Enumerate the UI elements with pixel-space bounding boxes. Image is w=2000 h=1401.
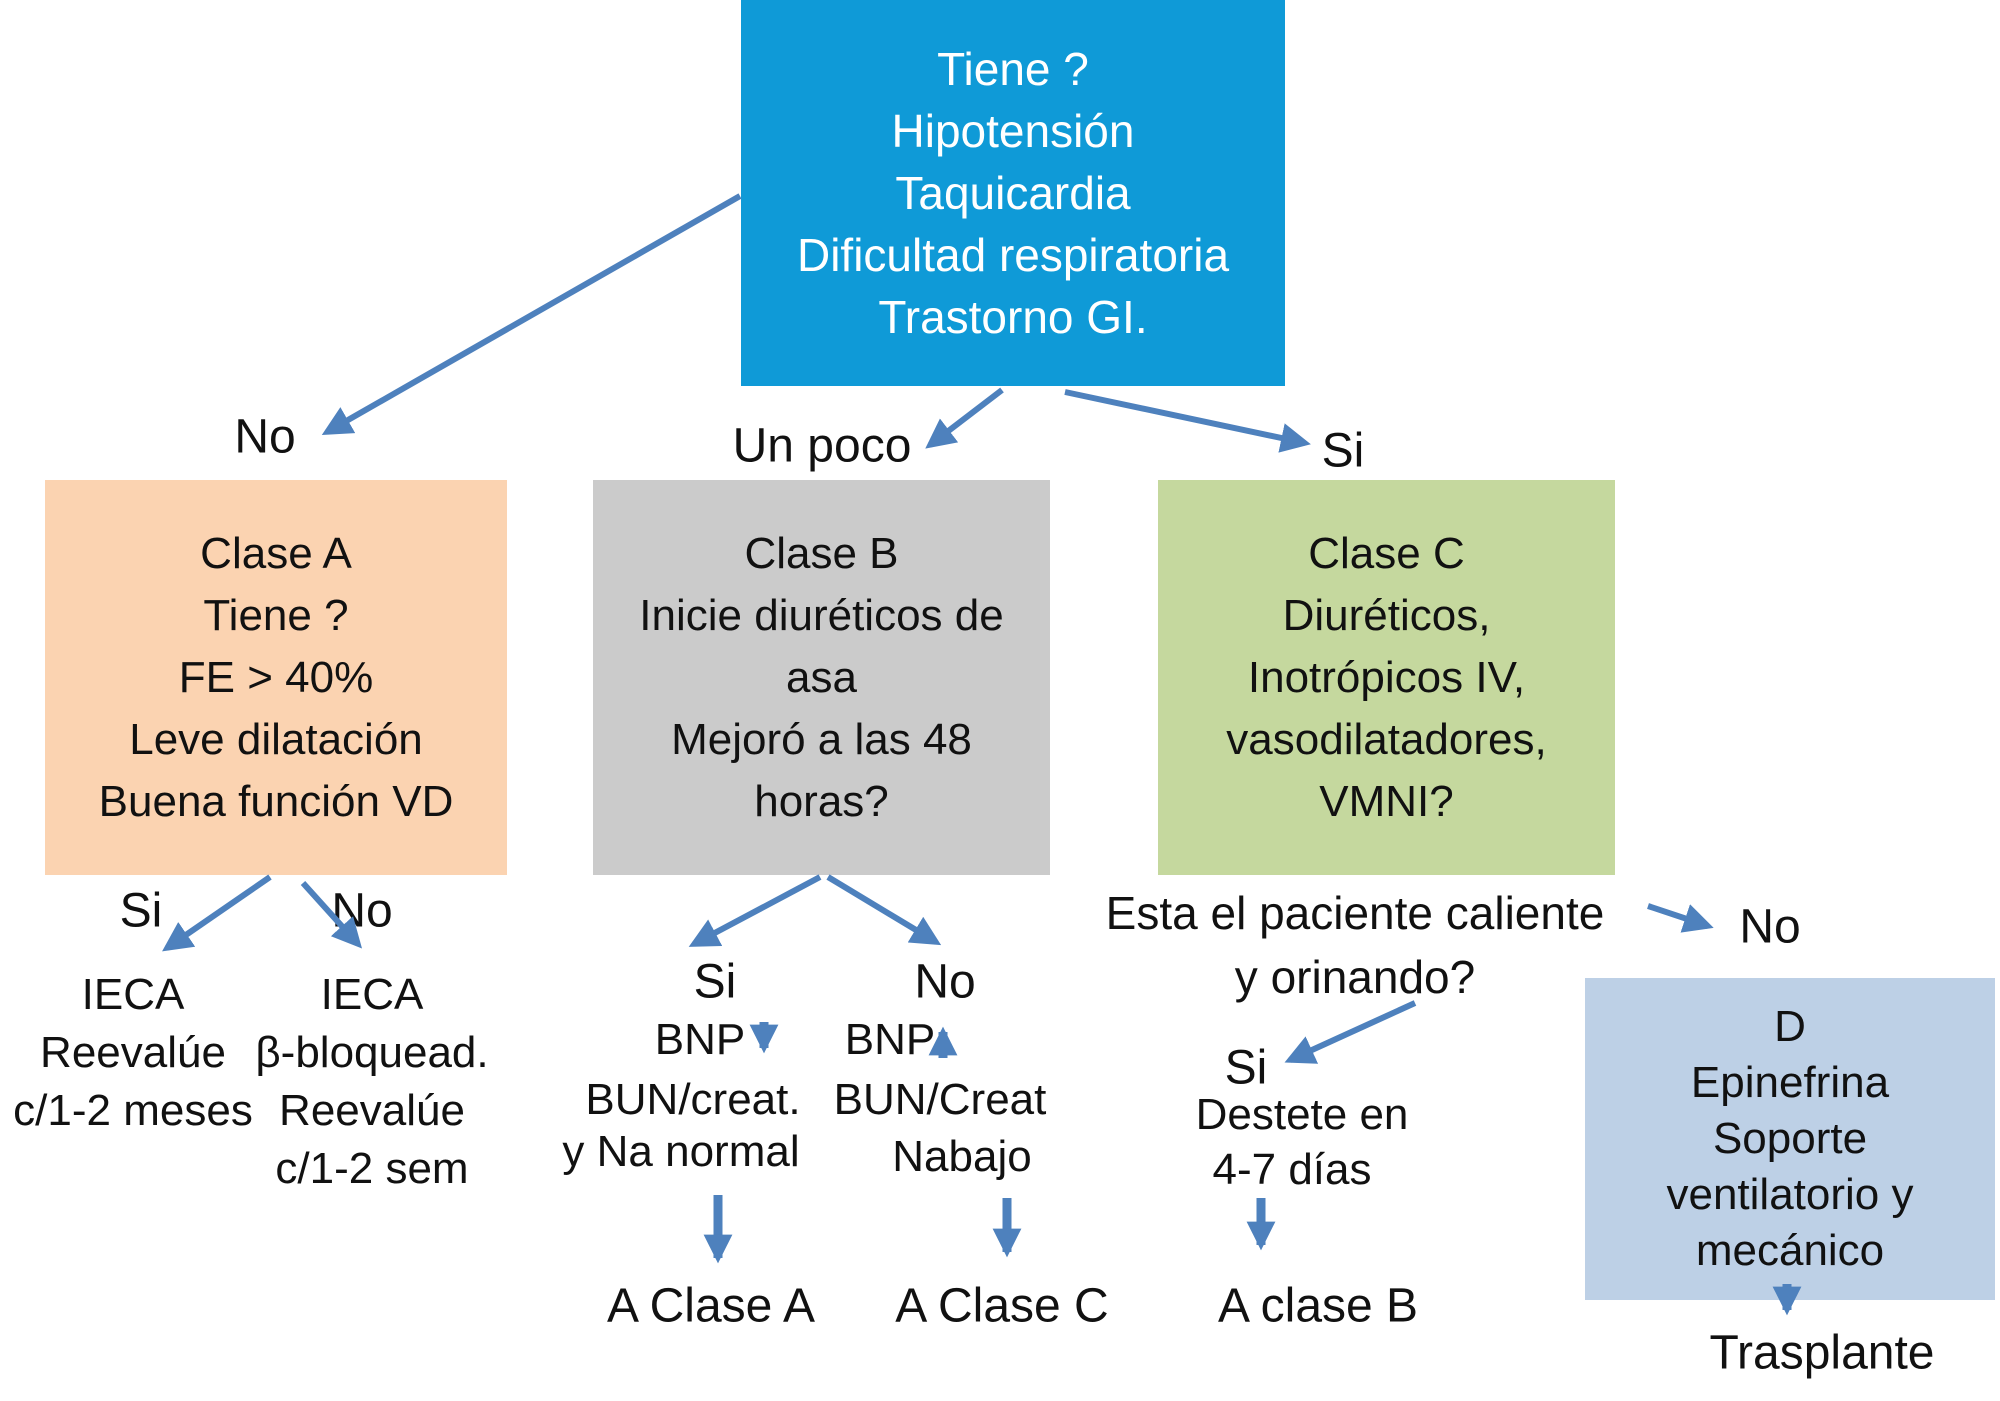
class-b-line: asa <box>786 652 857 702</box>
labs-si-line: y Na normal <box>562 1127 800 1176</box>
class-b-line: Clase B <box>744 528 899 578</box>
destete-line: Destete en <box>1195 1090 1409 1139</box>
symptoms-line: Trastorno GI. <box>878 291 1148 343</box>
class-a-box: Clase A Tiene ? FE > 40% Leve dilatación… <box>45 480 507 875</box>
warm-question-line1: Esta el paciente caliente <box>1105 887 1605 939</box>
goto-class-a-label: A Clase A <box>606 1279 816 1333</box>
class-d-line: Epinefrina <box>1690 1058 1890 1107</box>
outcome-no-line: β-bloquead. <box>255 1028 489 1077</box>
class-c-line: Inotrópicos IV, <box>1247 652 1526 702</box>
symptoms-line: Dificultad respiratoria <box>796 229 1230 281</box>
class-a-line: Buena función VD <box>98 776 454 826</box>
branch-label-no: No <box>234 410 296 464</box>
class-a-line: Clase A <box>200 528 352 578</box>
symptoms-line: Taquicardia <box>895 167 1131 219</box>
bnp-up-label: BNP <box>844 1015 936 1064</box>
labs-no-line: BUN/Creat <box>833 1075 1047 1124</box>
class-b-branch-no: No <box>914 955 976 1009</box>
class-c-line: Clase C <box>1308 528 1465 578</box>
class-b-line: Inicie diuréticos de <box>639 590 1004 640</box>
arrow-symptoms-to-un-poco <box>925 387 1004 449</box>
goto-class-b-label: A clase B <box>1217 1279 1419 1333</box>
class-b-line: Mejoró a las 48 <box>671 714 972 764</box>
outcome-si-line: c/1-2 meses <box>13 1086 253 1135</box>
class-a-branch-no: No <box>331 884 393 938</box>
symptoms-line: Tiene ? <box>937 43 1089 95</box>
class-d-line: D <box>1774 1002 1806 1051</box>
class-b-branch-si: Si <box>693 955 737 1009</box>
arrow-symptoms-to-si <box>1064 389 1311 453</box>
class-a-line: Leve dilatación <box>129 714 423 764</box>
class-c-line: vasodilatadores, <box>1226 714 1547 764</box>
outcome-si-line: Reevalúe <box>40 1028 226 1077</box>
branch-label-un-poco: Un poco <box>732 419 912 473</box>
outcome-si-line: IECA <box>81 970 185 1019</box>
trasplante-label: Trasplante <box>1709 1326 1935 1380</box>
symptoms-box: Tiene ? Hipotensión Taquicardia Dificult… <box>741 0 1285 386</box>
arrow-class-b-to-no <box>826 874 942 946</box>
class-d-line: mecánico <box>1695 1226 1885 1275</box>
warm-question-no: No <box>1739 900 1801 954</box>
labs-no-line: Nabajo <box>892 1132 1032 1181</box>
arrow-question-to-si <box>1284 1000 1417 1064</box>
class-b-box: Clase B Inicie diuréticos de asa Mejoró … <box>593 480 1050 875</box>
class-c-line: Diuréticos, <box>1282 590 1491 640</box>
symptoms-line: Hipotensión <box>891 105 1135 157</box>
class-a-branch-si: Si <box>119 884 163 938</box>
class-c-line: VMNI? <box>1319 776 1454 826</box>
class-c-box: Clase C Diuréticos, Inotrópicos IV, vaso… <box>1158 480 1615 875</box>
goto-class-c-label: A Clase C <box>895 1279 1109 1333</box>
labs-si-line: BUN/creat. <box>585 1075 801 1124</box>
class-b-line: horas? <box>754 776 889 826</box>
warm-question-line2: y orinando? <box>1234 951 1476 1003</box>
destete-line: 4-7 días <box>1212 1145 1372 1194</box>
outcome-no-line: IECA <box>320 970 424 1019</box>
warm-question-si: Si <box>1224 1041 1268 1095</box>
arrow-class-a-to-si <box>162 874 272 952</box>
branch-label-si: Si <box>1321 424 1365 478</box>
bnp-down-label: BNP <box>654 1015 746 1064</box>
arrow-question-to-no <box>1647 903 1714 933</box>
class-a-line: Tiene ? <box>203 590 349 640</box>
class-d-line: Soporte <box>1712 1114 1868 1163</box>
outcome-no-line: Reevalúe <box>279 1086 465 1135</box>
arrow-class-b-to-si <box>688 874 822 947</box>
class-d-box: D Epinefrina Soporte ventilatorio y mecá… <box>1585 978 1995 1300</box>
arrow-symptoms-to-no <box>321 193 742 435</box>
class-d-line: ventilatorio y <box>1666 1170 1914 1219</box>
outcome-no-line: c/1-2 sem <box>275 1144 469 1193</box>
class-a-line: FE > 40% <box>178 652 374 702</box>
